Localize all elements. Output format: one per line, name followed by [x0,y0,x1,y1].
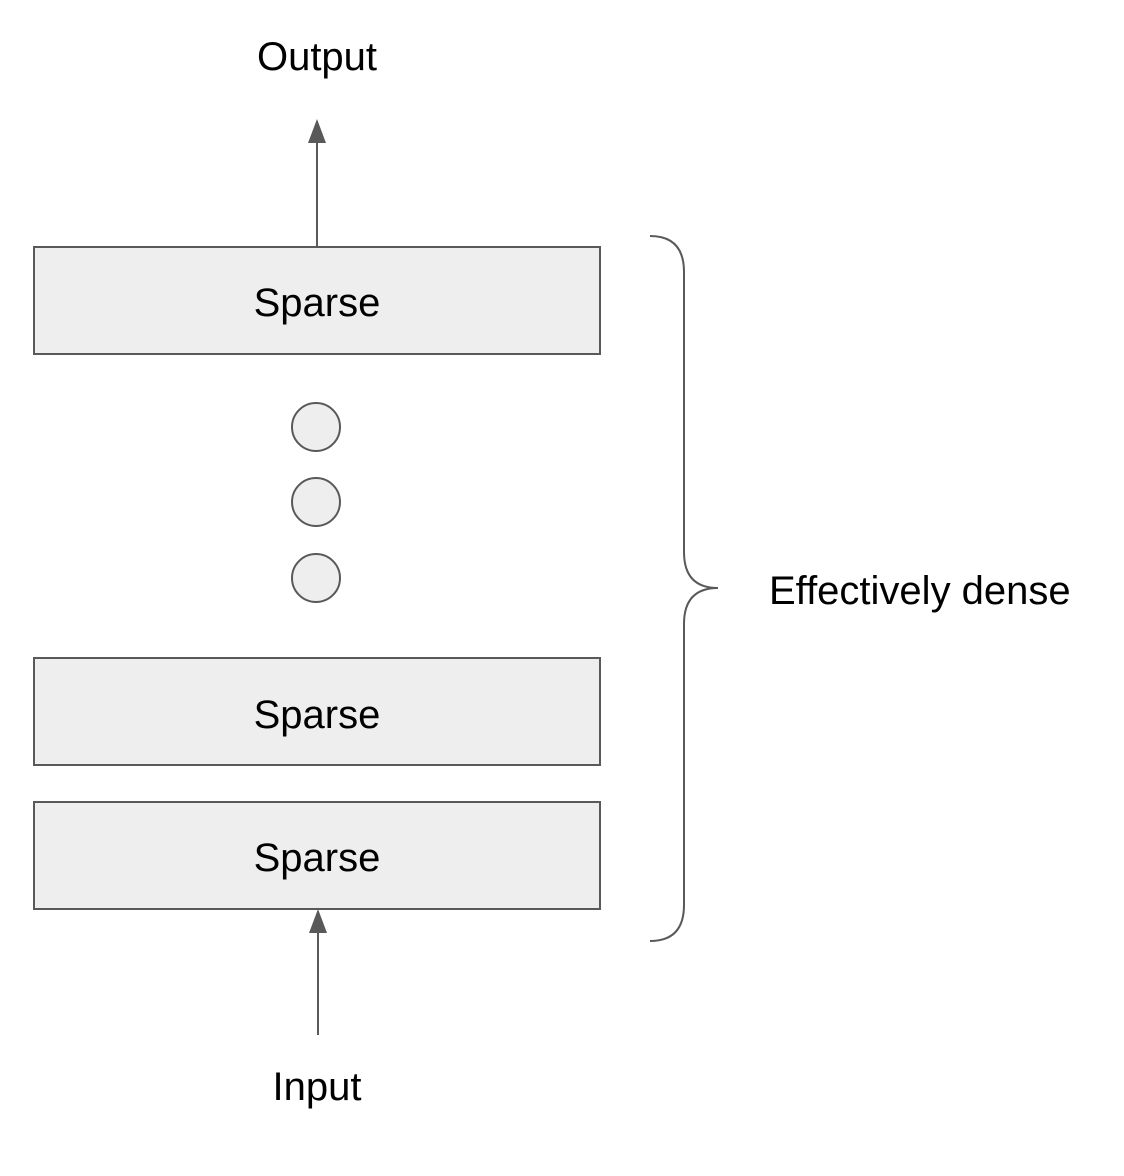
sparse-layer-top-label: Sparse [254,281,381,325]
input-arrow [309,909,327,1035]
output-arrow [308,119,326,246]
sparse-layer-top: Sparse [33,246,601,355]
sparse-layer-bottom: Sparse [33,801,601,910]
ellipsis-dot [291,402,341,452]
brace-label: Effectively dense [769,569,1071,613]
sparse-layer-bottom-label: Sparse [254,836,381,880]
sparse-layer-middle: Sparse [33,657,601,766]
ellipsis-dots [291,402,341,603]
ellipsis-dot [291,553,341,603]
curly-brace [649,235,719,942]
input-label: Input [273,1065,362,1109]
ellipsis-dot [291,477,341,527]
sparse-layer-middle-label: Sparse [254,693,381,737]
output-label: Output [257,35,377,79]
